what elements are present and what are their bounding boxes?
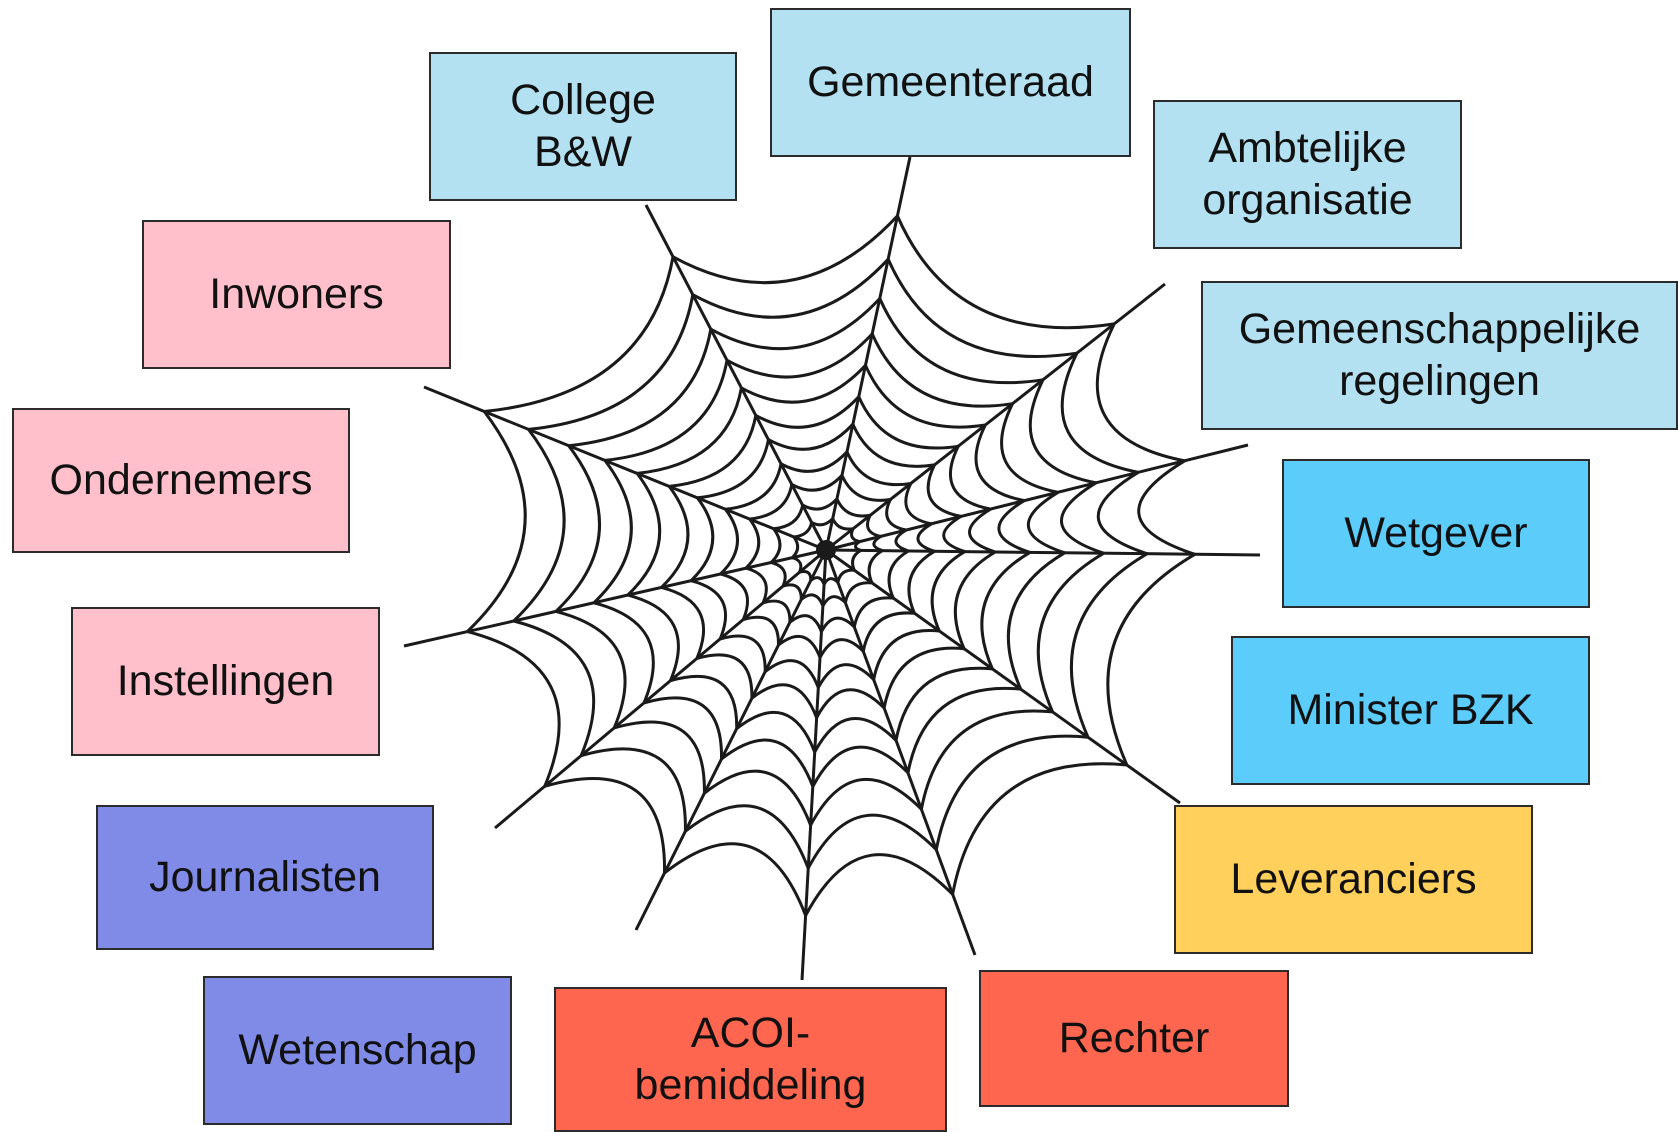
web-ring — [512, 257, 1149, 870]
web-ring — [790, 517, 863, 586]
node-rechter: Rechter — [979, 970, 1289, 1107]
web-spoke — [825, 548, 1261, 557]
web-ring — [744, 473, 910, 634]
web-hub — [816, 540, 836, 560]
web-ring — [769, 497, 884, 608]
node-acoi-bemiddeling: ACOI- bemiddeling — [554, 987, 947, 1132]
web-spoke — [644, 204, 828, 551]
node-journalisten: Journalisten — [96, 805, 434, 950]
node-ondernemers: Ondernemers — [12, 408, 350, 553]
web-spoke — [403, 548, 827, 648]
web-spoke — [800, 549, 828, 981]
node-instellingen: Instellingen — [71, 607, 380, 756]
web-spoke — [494, 548, 827, 830]
node-inwoners: Inwoners — [142, 220, 451, 369]
web-ring — [592, 332, 1067, 788]
web-spoke — [423, 385, 827, 552]
web-ring — [719, 450, 936, 659]
node-college-bw: College B&W — [429, 52, 737, 201]
web-spoke — [825, 282, 1166, 552]
node-gemeenschappelijke-regelingen: Gemeenschappelijke regelingen — [1201, 281, 1678, 430]
node-minister-bzk: Minister BZK — [1231, 636, 1590, 785]
node-leveranciers: Leveranciers — [1174, 805, 1533, 954]
web-spoke — [824, 156, 912, 551]
node-ambtelijke-organisatie: Ambtelijke organisatie — [1153, 100, 1462, 249]
web-spoke — [825, 443, 1249, 552]
web-ring — [465, 214, 1197, 917]
node-gemeenteraad: Gemeenteraad — [770, 8, 1131, 157]
node-wetenschap: Wetenschap — [203, 976, 512, 1125]
web-ring — [659, 395, 997, 720]
web-spoke — [824, 549, 977, 956]
web-ring — [689, 422, 967, 690]
web-ring — [626, 363, 1032, 754]
node-wetgever: Wetgever — [1282, 459, 1590, 608]
web-ring — [554, 297, 1106, 827]
web-spoke — [825, 548, 1181, 805]
web-spoke — [634, 549, 828, 931]
